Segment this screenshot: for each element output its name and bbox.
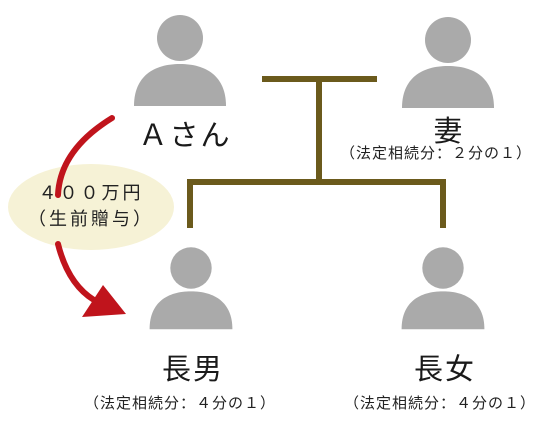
gift-amount: ４００万円	[38, 183, 144, 204]
arrow-head-icon	[82, 285, 126, 317]
name-son: 長男	[161, 352, 224, 386]
name-daughter: 長女	[413, 352, 476, 386]
gift-bubble: ４００万円 （生前贈与）	[8, 164, 174, 250]
person-icon-daughter	[401, 247, 485, 330]
share-wife: （法定相続分：２分の１）	[340, 144, 533, 162]
gift-label: （生前贈与）	[28, 209, 154, 230]
share-daughter: （法定相続分：４分の１）	[344, 394, 537, 412]
person-icon-son	[149, 247, 233, 330]
name-wife: 妻	[433, 114, 465, 148]
person-icon-a	[134, 15, 226, 106]
share-son: （法定相続分：４分の１）	[84, 394, 277, 412]
name-a: Ａさん	[138, 118, 232, 152]
person-icon-wife	[402, 17, 494, 108]
